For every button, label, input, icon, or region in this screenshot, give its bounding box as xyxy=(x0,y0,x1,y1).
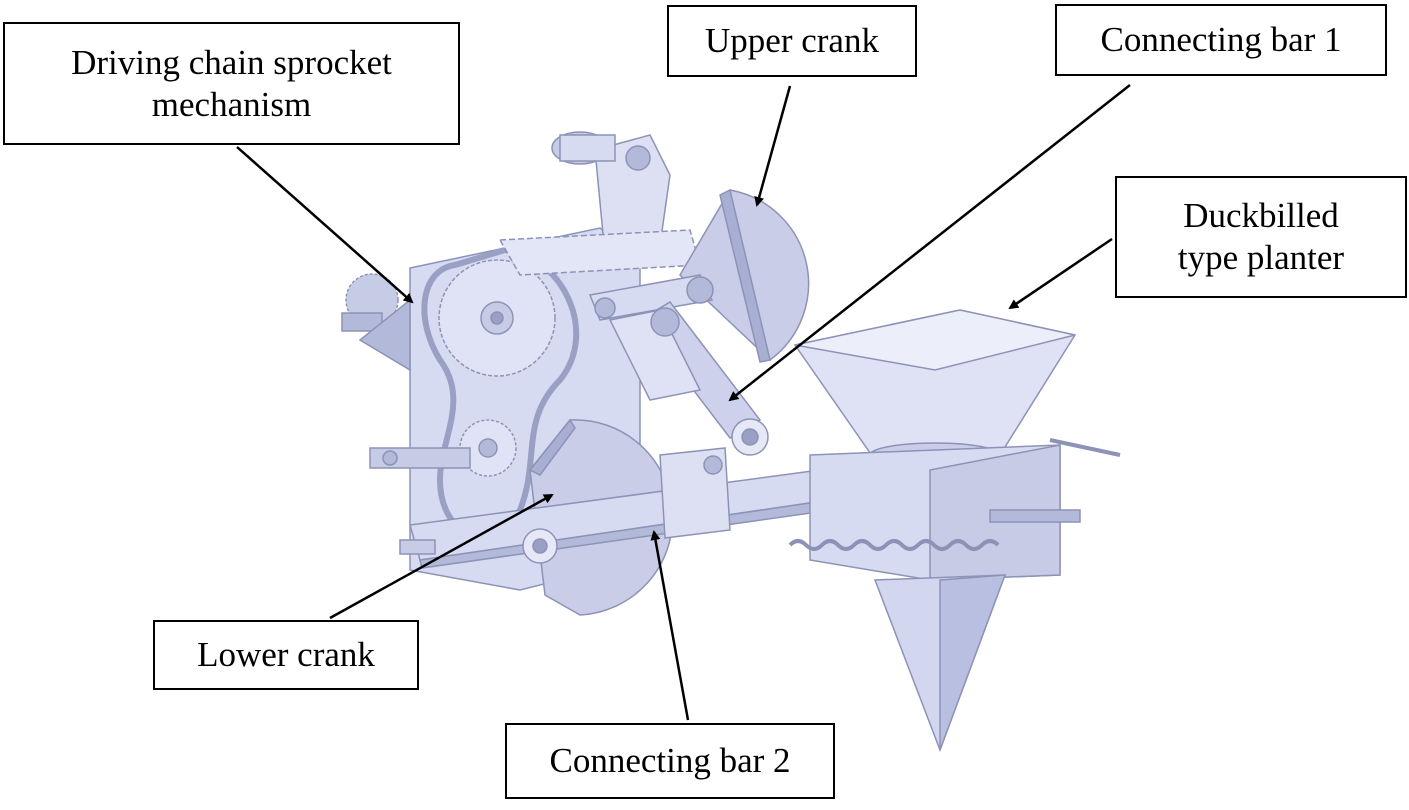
arrow-lower-crank xyxy=(329,493,554,620)
label-duckbilled-planter: Duckbilled type planter xyxy=(1115,176,1407,298)
label-connecting-bar-2: Connecting bar 2 xyxy=(505,723,835,799)
arrow-connecting-bar-2 xyxy=(650,530,690,721)
arrow-duckbilled xyxy=(1008,237,1113,310)
label-connecting-bar-1: Connecting bar 1 xyxy=(1055,4,1387,76)
planter-mechanism-illustration xyxy=(341,131,1121,753)
label-connecting-bar-2-text: Connecting bar 2 xyxy=(549,741,791,780)
label-lower-crank: Lower crank xyxy=(153,620,419,690)
label-duckbilled-line1: Duckbilled xyxy=(1183,196,1339,235)
label-upper-crank: Upper crank xyxy=(667,5,917,77)
arrow-driving xyxy=(236,146,414,304)
arrow-upper-crank xyxy=(754,85,792,207)
label-connecting-bar-1-text: Connecting bar 1 xyxy=(1100,20,1342,59)
label-duckbilled-line2: type planter xyxy=(1177,238,1345,277)
label-upper-crank-text: Upper crank xyxy=(705,21,879,60)
label-lower-crank-text: Lower crank xyxy=(197,635,375,674)
arrow-connecting-bar-1 xyxy=(728,84,1131,402)
spring xyxy=(788,539,1000,551)
leader-arrows xyxy=(236,84,1131,721)
label-driving-chain-sprocket: Driving chain sprocket mechanism xyxy=(3,22,460,145)
label-driving-line2: mechanism xyxy=(151,84,312,124)
label-driving-line1: Driving chain sprocket xyxy=(71,42,392,82)
